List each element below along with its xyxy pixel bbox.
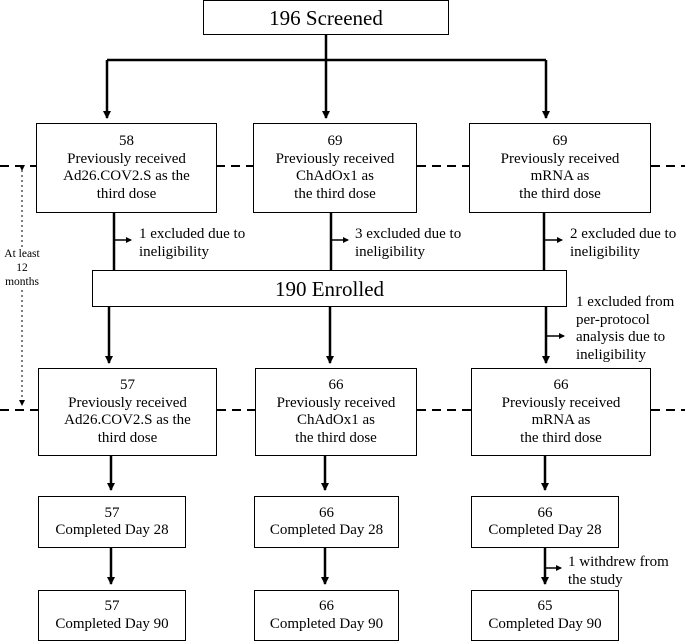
group-2-stage1-box: 69 Previously received ChAdOx1 as the th… [253,123,417,213]
group-2-day90-box: 66 Completed Day 90 [254,590,399,641]
group-1-day90-box: 57 Completed Day 90 [38,590,186,641]
enrolled-count: 190 Enrolled [274,276,385,301]
group-2-excluded-note: 3 excluded due to ineligibility [355,226,462,260]
group-3-day28-box: 66 Completed Day 28 [471,496,619,548]
group-3-stage1-box: 69 Previously received mRNA as the third… [469,123,651,213]
group-3-withdrew-note: 1 withdrew from the study [568,554,669,588]
group-2-day28-box: 66 Completed Day 28 [254,496,399,548]
group-1-day28-box: 57 Completed Day 28 [38,496,186,548]
screened-box: 196 Screened [203,0,449,35]
enrolled-box: 190 Enrolled [92,270,567,307]
group-1-excluded-note: 1 excluded due to ineligibility [139,226,246,260]
screened-branches [103,34,550,119]
screened-count: 196 Screened [269,5,383,30]
group-3-per-protocol-note: 1 excluded from per-protocol analysis du… [576,294,675,363]
group-1-stage2-box: 57 Previously received Ad26.COV2.S as th… [38,368,217,456]
group-flow-lines [105,213,550,585]
group-3-excluded-note: 2 excluded due to ineligibility [570,226,677,260]
group-1-stage1-box: 58 Previously received Ad26.COV2.S as th… [36,123,217,213]
group-3-stage2-box: 66 Previously received mRNA as the third… [471,368,651,456]
exclusion-arrows [114,237,565,571]
group-3-day90-box: 65 Completed Day 90 [471,590,619,641]
group-2-stage2-box: 66 Previously received ChAdOx1 as the th… [255,368,417,456]
follow-up-label: At least 12 months [0,247,44,289]
